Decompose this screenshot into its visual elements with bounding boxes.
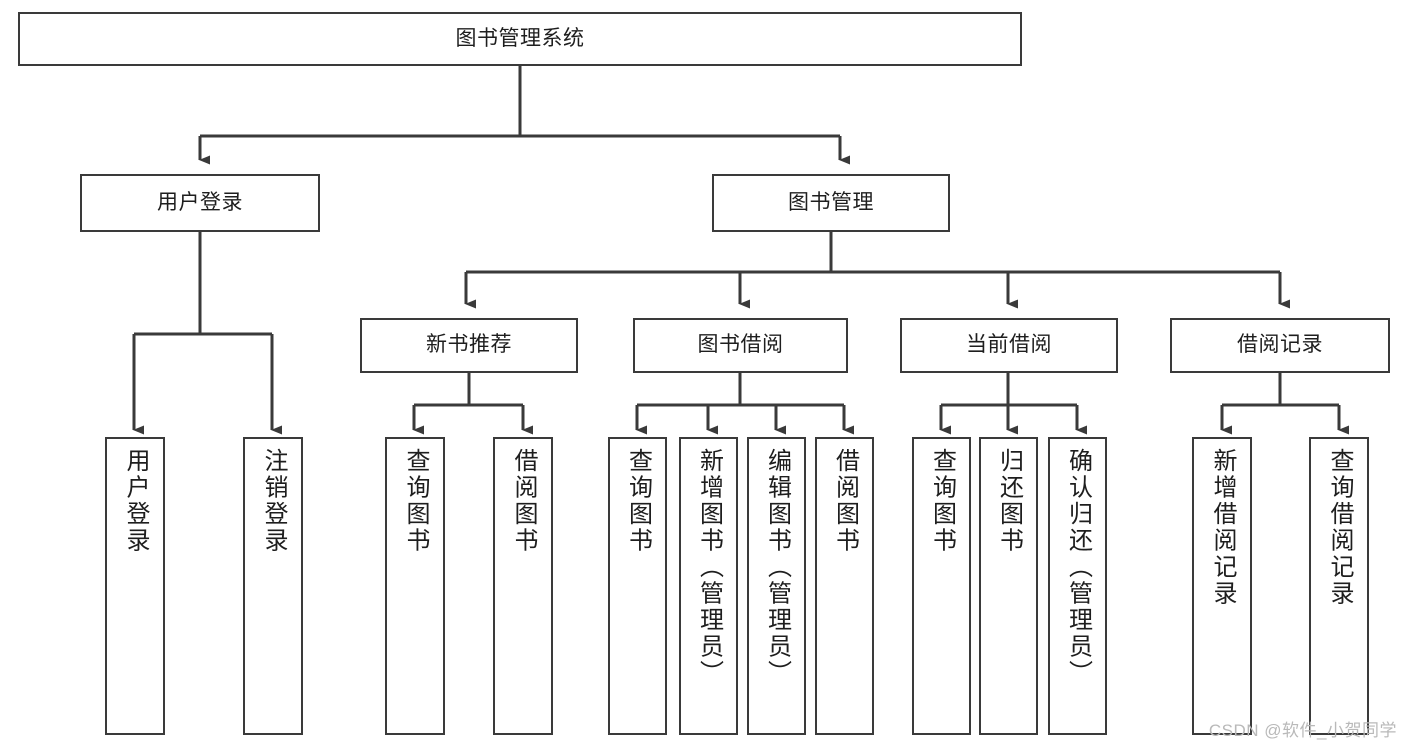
- leaf-add-book-admin[interactable]: 新增图书（管理员）: [679, 437, 738, 735]
- leaf-borrow-book-new[interactable]: 借阅图书: [493, 437, 553, 735]
- node-borrow-records[interactable]: 借阅记录: [1170, 318, 1390, 373]
- node-label: 当前借阅: [966, 333, 1052, 357]
- node-book-management[interactable]: 图书管理: [712, 174, 950, 232]
- leaf-edit-book-admin[interactable]: 编辑图书（管理员）: [747, 437, 806, 735]
- node-new-book-recommendation[interactable]: 新书推荐: [360, 318, 578, 373]
- node-label: 查询借阅记录: [1326, 448, 1353, 607]
- leaf-query-book[interactable]: 查询图书: [608, 437, 667, 735]
- node-label: 借阅图书: [510, 448, 537, 554]
- node-user-login[interactable]: 用户登录: [80, 174, 320, 232]
- node-label: 用户登录: [157, 190, 243, 214]
- node-label: 借阅图书: [831, 448, 859, 554]
- csdn-watermark: CSDN @软件_小贺同学: [1208, 721, 1397, 740]
- node-label: 确认归还（管理员）: [1064, 448, 1092, 687]
- node-label: 新书推荐: [426, 333, 512, 357]
- node-label: 归还图书: [995, 448, 1023, 554]
- node-label: 用户登录: [122, 448, 149, 554]
- node-label: 编辑图书（管理员）: [763, 448, 791, 687]
- node-label: 借阅记录: [1237, 333, 1323, 357]
- leaf-query-book-new[interactable]: 查询图书: [385, 437, 445, 735]
- node-label: 查询图书: [928, 448, 956, 554]
- node-book-borrowing[interactable]: 图书借阅: [633, 318, 848, 373]
- leaf-query-book-current[interactable]: 查询图书: [912, 437, 971, 735]
- node-current-borrowing[interactable]: 当前借阅: [900, 318, 1118, 373]
- leaf-confirm-return-admin[interactable]: 确认归还（管理员）: [1048, 437, 1107, 735]
- leaf-logout[interactable]: 注销登录: [243, 437, 303, 735]
- node-label: 注销登录: [260, 448, 287, 554]
- node-label: 查询图书: [402, 448, 429, 554]
- node-label: 查询图书: [624, 448, 652, 554]
- leaf-user-login[interactable]: 用户登录: [105, 437, 165, 735]
- leaf-add-borrow-record[interactable]: 新增借阅记录: [1192, 437, 1252, 735]
- node-root-book-management-system[interactable]: 图书管理系统: [18, 12, 1022, 66]
- leaf-return-book[interactable]: 归还图书: [979, 437, 1038, 735]
- node-label: 新增借阅记录: [1209, 448, 1236, 607]
- leaf-borrow-book[interactable]: 借阅图书: [815, 437, 874, 735]
- node-label: 新增图书（管理员）: [695, 448, 723, 687]
- node-label: 图书借阅: [697, 333, 784, 357]
- node-label: 图书管理: [788, 190, 874, 214]
- leaf-query-borrow-record[interactable]: 查询借阅记录: [1309, 437, 1369, 735]
- node-label: 图书管理系统: [455, 26, 585, 50]
